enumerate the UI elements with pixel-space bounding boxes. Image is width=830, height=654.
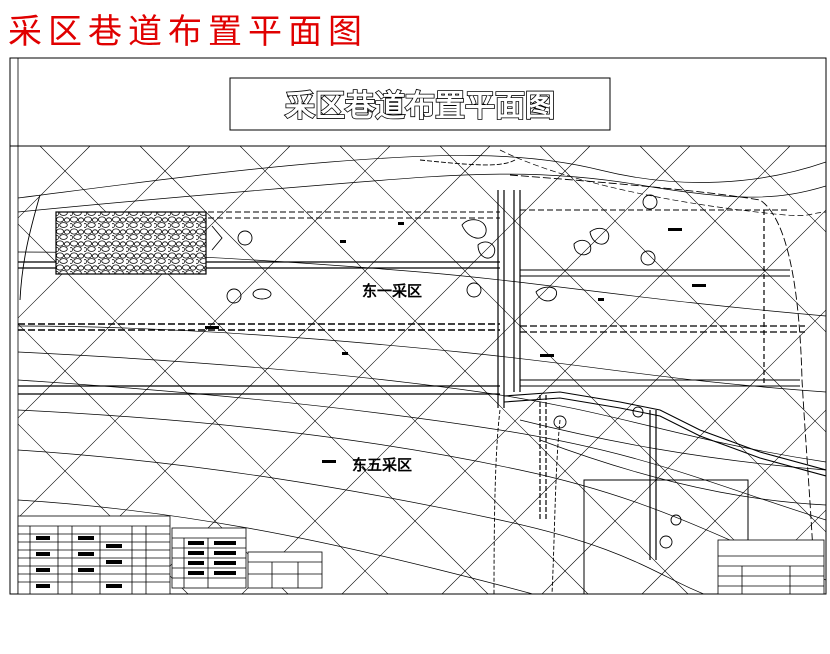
map-area: 东一采区 东五采区	[18, 146, 826, 594]
legend-table-middle-marks	[188, 541, 236, 575]
drawing-title: 采区巷道布置平面图	[285, 89, 555, 124]
shaft-roadways	[497, 190, 765, 560]
contour-lines	[18, 149, 826, 594]
page-caption: 采区巷道布置平面图	[8, 12, 368, 52]
gob-area	[55, 211, 207, 275]
legend-table-left-marks	[36, 536, 122, 588]
connecting-roadway	[503, 391, 826, 477]
legend-table-middle	[171, 527, 247, 589]
legend-table-small	[247, 551, 323, 589]
zone-label-east-one: 东一采区	[362, 282, 422, 300]
title-box	[229, 77, 611, 131]
label-tags	[205, 222, 706, 463]
zone-label-east-five: 东五采区	[352, 456, 412, 474]
coordinate-grid	[18, 146, 826, 594]
title-block	[717, 539, 825, 595]
sheet-border	[9, 57, 827, 595]
boundary-lines	[19, 159, 816, 594]
annotation-symbols	[211, 194, 682, 549]
